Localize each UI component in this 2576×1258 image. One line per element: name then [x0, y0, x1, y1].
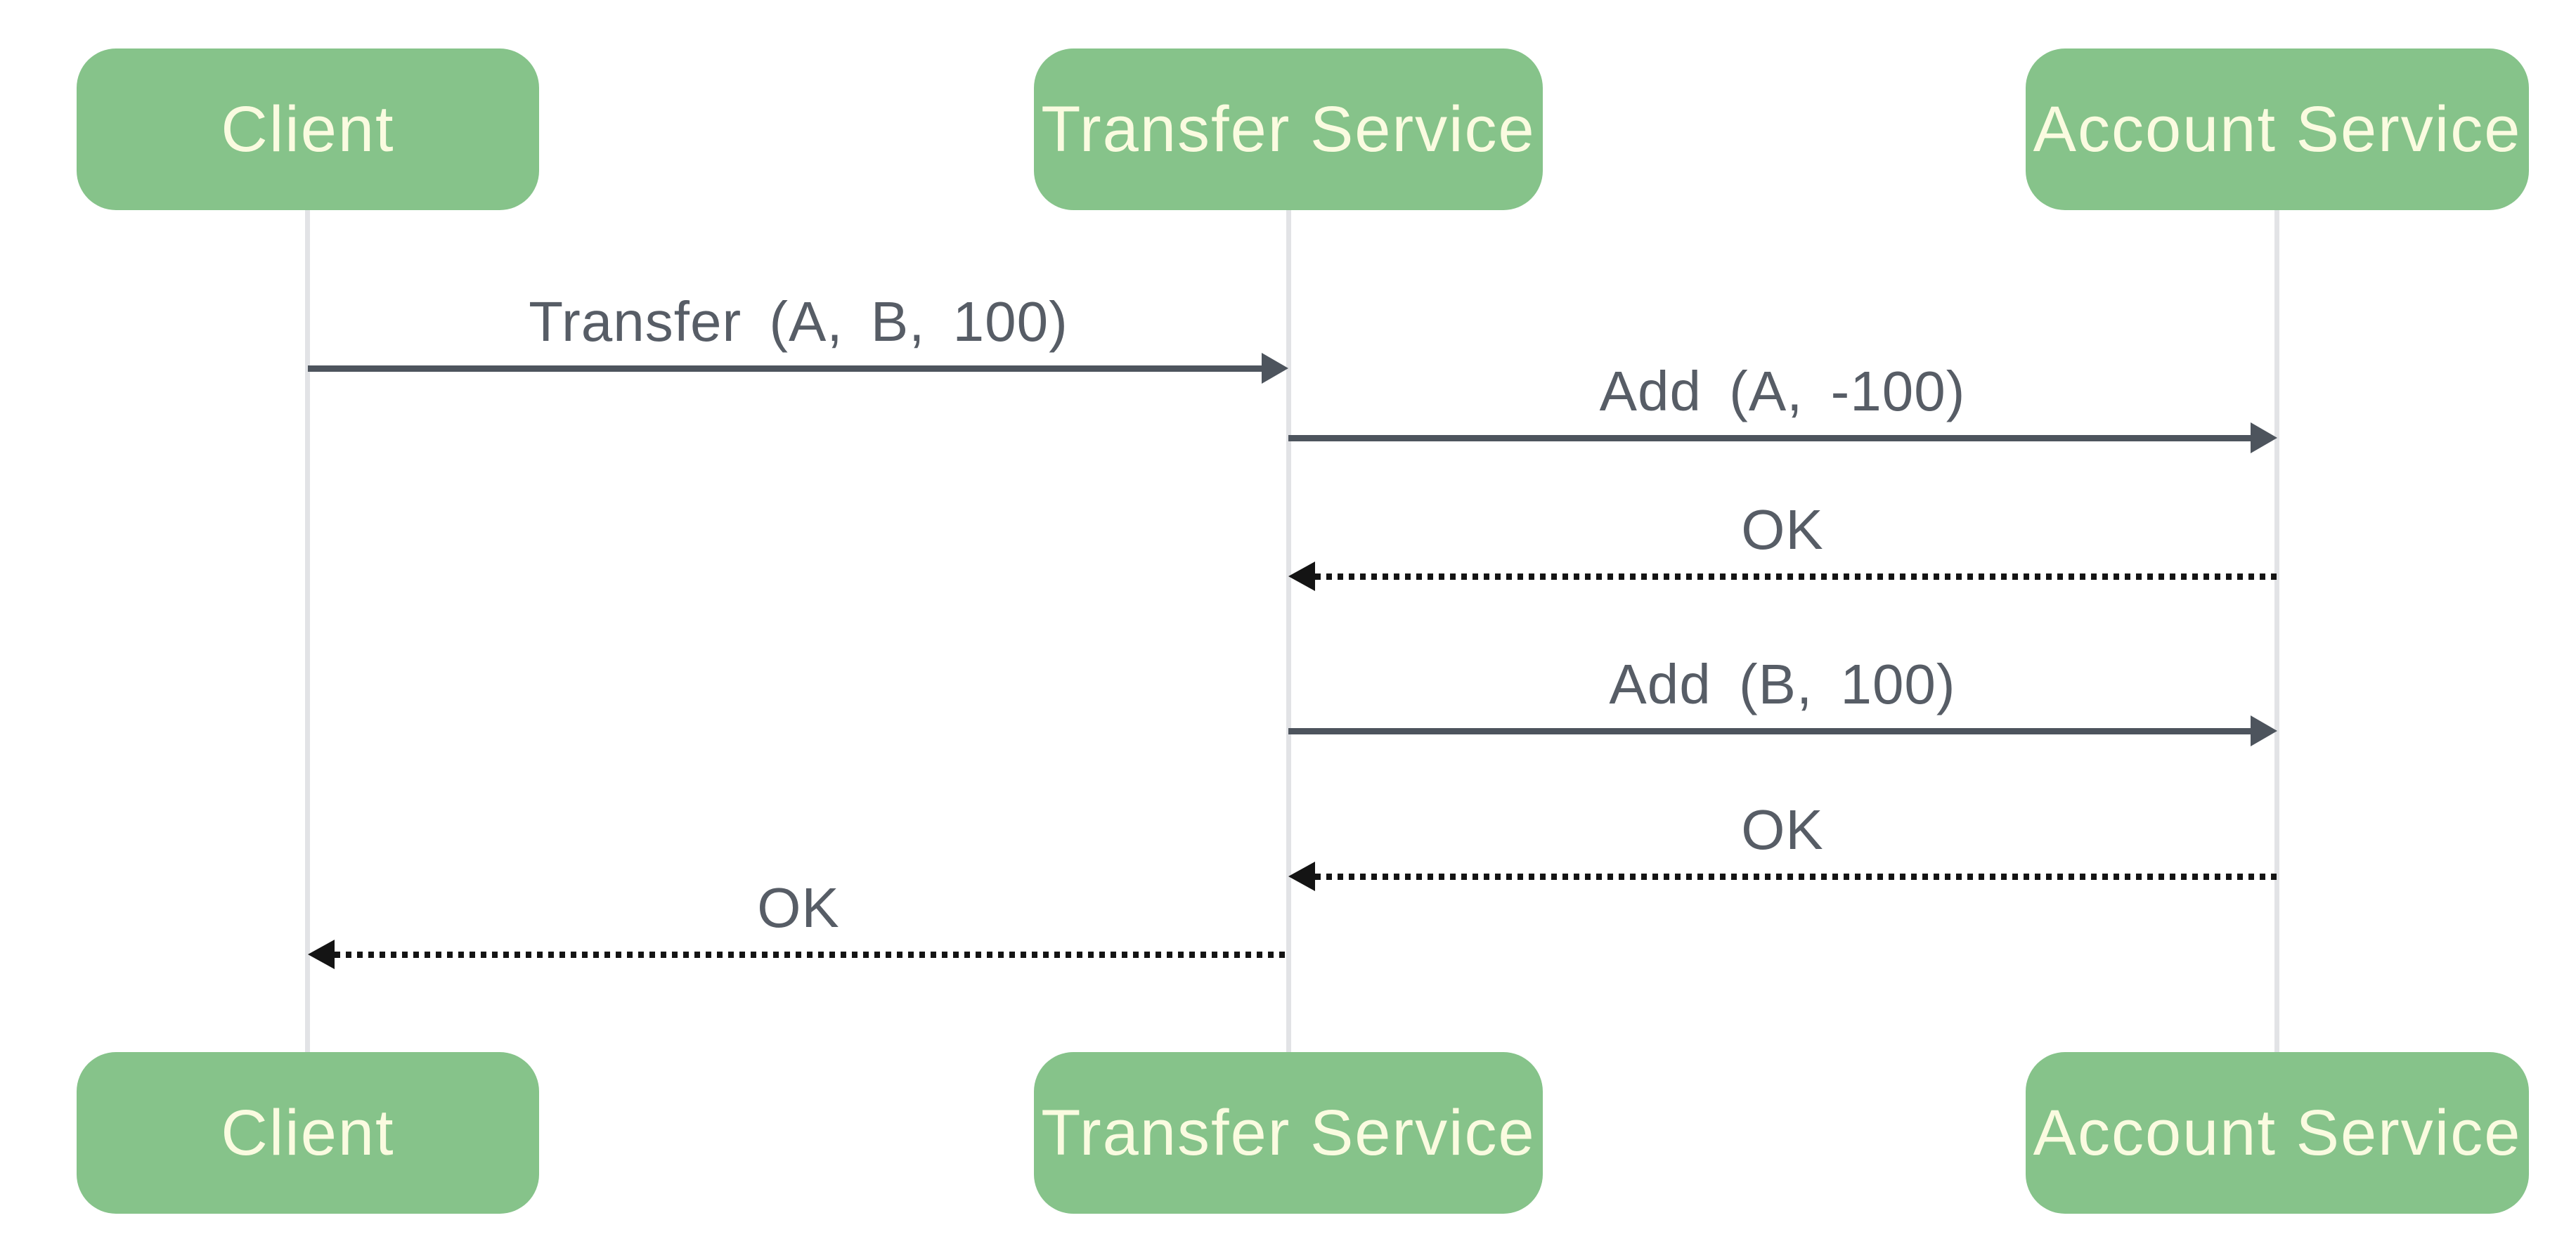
message-line-ok-3: [335, 952, 1288, 958]
message-line-add-a: [1288, 435, 2251, 441]
actor-box-account-service-bottom: Account Service: [2026, 1052, 2529, 1214]
message-line-transfer: [308, 365, 1262, 372]
actor-label-client-top: Client: [221, 93, 395, 165]
arrowhead-left-icon: [1288, 562, 1315, 591]
message-label-ok-2: OK: [1741, 798, 1824, 861]
message-line-ok-2: [1315, 874, 2277, 880]
lifeline-transfer-service: [1286, 209, 1291, 1052]
actor-box-account-service-top: Account Service: [2026, 48, 2529, 210]
message-label-ok-3: OK: [757, 876, 840, 939]
arrowhead-left-icon: [1288, 862, 1315, 891]
actor-label-account-service-bottom: Account Service: [2033, 1096, 2522, 1169]
actor-box-transfer-service-bottom: Transfer Service: [1034, 1052, 1543, 1214]
actor-label-client-bottom: Client: [221, 1096, 395, 1169]
message-label-add-a: Add (A, -100): [1599, 360, 1966, 422]
actor-label-transfer-service-top: Transfer Service: [1041, 93, 1536, 165]
lifeline-client: [305, 209, 310, 1052]
actor-box-client-bottom: Client: [77, 1052, 539, 1214]
arrowhead-right-icon: [2251, 715, 2277, 746]
message-label-add-b: Add (B, 100): [1609, 653, 1956, 715]
actor-box-transfer-service-top: Transfer Service: [1034, 48, 1543, 210]
message-line-ok-1: [1315, 573, 2277, 580]
actor-label-transfer-service-bottom: Transfer Service: [1041, 1096, 1536, 1169]
arrowhead-right-icon: [2251, 422, 2277, 453]
message-label-ok-1: OK: [1741, 498, 1824, 561]
arrowhead-right-icon: [1262, 353, 1288, 384]
actor-label-account-service-top: Account Service: [2033, 93, 2522, 165]
arrowhead-left-icon: [308, 940, 335, 969]
lifeline-account-service: [2274, 209, 2279, 1052]
message-line-add-b: [1288, 728, 2251, 734]
message-label-transfer: Transfer (A, B, 100): [529, 290, 1068, 353]
actor-box-client-top: Client: [77, 48, 539, 210]
